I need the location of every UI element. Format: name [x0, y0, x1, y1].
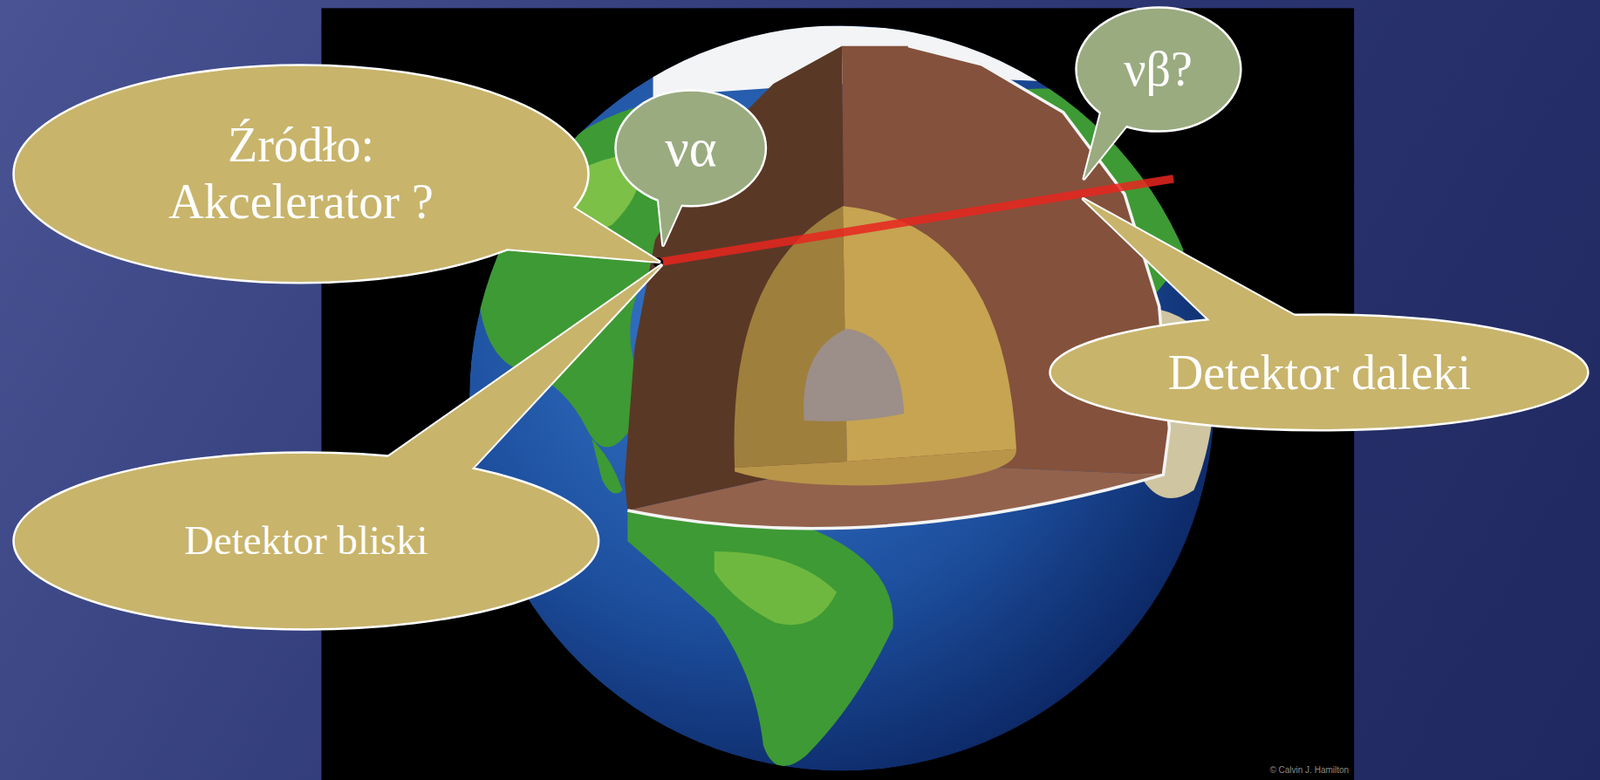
outer-core	[842, 205, 1017, 462]
callout-text: Źródło: Akcelerator ?	[132, 116, 470, 230]
callout-text: Detektor daleki	[1168, 344, 1471, 402]
bubble-ellipse	[13, 64, 589, 283]
bubble-ellipse	[13, 452, 600, 630]
bubble-tail-fill	[657, 193, 682, 246]
bubble-tail-fill	[1083, 107, 1133, 179]
bubble-tail-fill	[1083, 198, 1296, 325]
bubble-tail	[377, 265, 662, 472]
bubble-ellipse	[1075, 7, 1241, 132]
bubble-shape	[12, 63, 590, 285]
bubble-tail	[1083, 198, 1296, 325]
callout-bubble: Detektor bliski	[12, 451, 601, 631]
bubble-ellipse	[615, 89, 766, 206]
callout-bubble: νβ?	[1074, 6, 1243, 133]
callout-text: Detektor bliski	[184, 517, 428, 565]
callout-bubble: Detektor daleki	[1048, 313, 1590, 432]
inner-core	[803, 328, 904, 422]
bubble-tail	[1083, 107, 1133, 179]
bubble-tail-fill	[501, 205, 659, 261]
outer-core	[734, 449, 1017, 486]
callout-bubble: Źródło: Akcelerator ?	[12, 63, 590, 285]
watermark: © Calvin J. Hamilton	[1269, 765, 1349, 775]
bubble-tail-fill	[377, 265, 662, 472]
bubble-ellipse	[1050, 314, 1589, 431]
callout-text: νβ?	[1123, 41, 1193, 98]
callout-bubble: να	[614, 88, 767, 208]
callout-text: να	[664, 117, 717, 179]
